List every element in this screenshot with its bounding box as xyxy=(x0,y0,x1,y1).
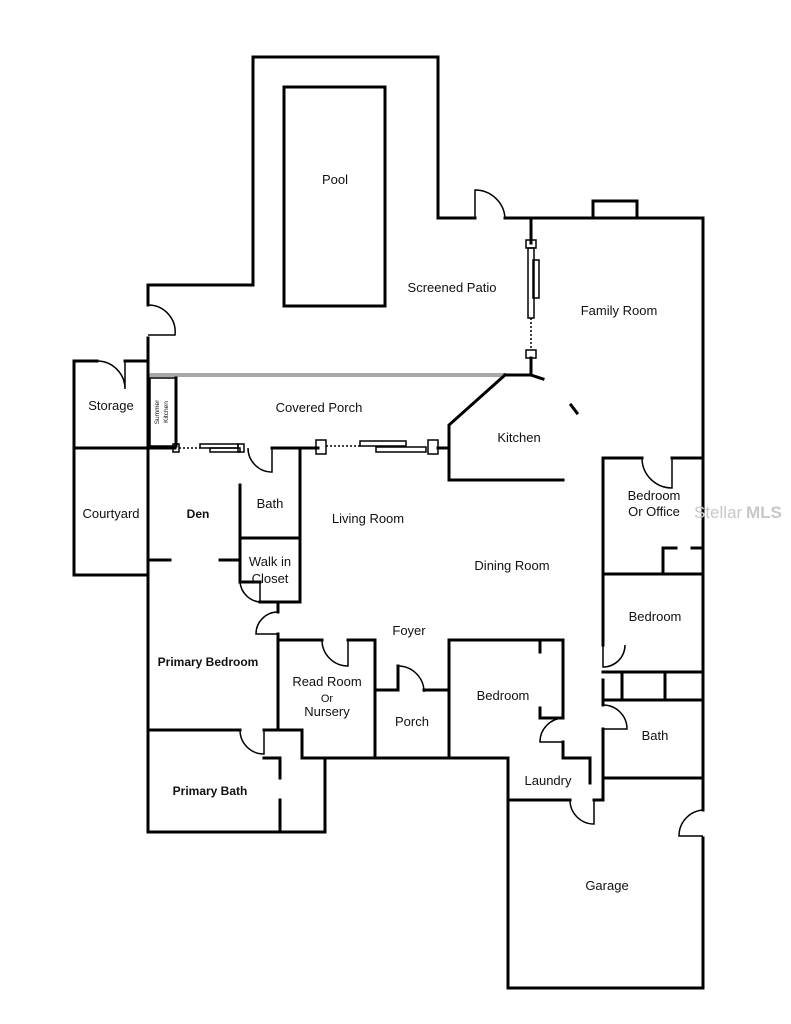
storage-courtyard xyxy=(72,359,150,577)
label-bath-1: Bath xyxy=(257,496,284,511)
label-den: Den xyxy=(187,507,210,521)
family-room-walls xyxy=(529,199,705,812)
bedroom-east-door[interactable] xyxy=(602,644,626,668)
front-door[interactable] xyxy=(397,665,425,693)
label-bedroom-office-1: Bedroom xyxy=(628,488,681,503)
office-door[interactable] xyxy=(641,457,673,489)
label-laundry: Laundry xyxy=(525,773,572,788)
label-porch: Porch xyxy=(395,714,429,729)
label-storage: Storage xyxy=(88,398,134,413)
label-read-room-3: Nursery xyxy=(304,704,350,719)
pool-outline xyxy=(282,85,387,308)
garage-door-interior[interactable] xyxy=(569,799,595,825)
label-living-room: Living Room xyxy=(332,511,404,526)
watermark-brand-b: MLS xyxy=(746,503,782,522)
primary-bath-door[interactable] xyxy=(239,729,265,755)
bedroom-door[interactable] xyxy=(539,717,564,743)
label-family-room: Family Room xyxy=(581,303,658,318)
primary-suite xyxy=(146,600,327,834)
slider-family[interactable] xyxy=(525,216,540,377)
screen-door[interactable] xyxy=(147,304,176,336)
closet-door[interactable] xyxy=(239,581,261,603)
label-summer-kitchen-1: Summer xyxy=(154,399,161,424)
center-bedroom xyxy=(447,638,565,760)
den-bath-closet xyxy=(146,446,302,834)
east-bedrooms xyxy=(601,456,705,802)
den-porch-door[interactable] xyxy=(247,447,273,473)
porch-south-wall xyxy=(146,439,451,473)
primary-bedroom-door[interactable] xyxy=(255,611,279,635)
label-bedroom-2: Bedroom xyxy=(629,609,682,624)
label-bath-2: Bath xyxy=(642,728,669,743)
read-room xyxy=(276,638,510,760)
label-foyer: Foyer xyxy=(392,623,426,638)
label-bedroom-3: Bedroom xyxy=(477,688,530,703)
label-kitchen: Kitchen xyxy=(497,430,540,445)
watermark-brand-a: Stellar xyxy=(694,503,743,522)
label-summer-kitchen-2: Kitchen xyxy=(163,401,170,423)
front-porch xyxy=(373,638,451,760)
label-primary-bedroom: Primary Bedroom xyxy=(158,655,259,669)
label-walk-in-closet-2: Closet xyxy=(252,571,289,586)
patio-door[interactable] xyxy=(474,189,506,219)
label-primary-bath: Primary Bath xyxy=(173,784,248,798)
label-pool: Pool xyxy=(322,172,348,187)
label-covered-porch: Covered Porch xyxy=(276,400,363,415)
pool-enclosure xyxy=(146,55,533,377)
label-dining-room: Dining Room xyxy=(474,558,549,573)
fireplace xyxy=(591,199,639,220)
kitchen-walls xyxy=(447,372,580,482)
label-read-room-1: Read Room xyxy=(292,674,361,689)
label-courtyard: Courtyard xyxy=(82,506,139,521)
read-room-door[interactable] xyxy=(321,639,349,667)
label-garage: Garage xyxy=(585,878,628,893)
bath-east-door[interactable] xyxy=(602,704,628,730)
garage-side-door[interactable] xyxy=(678,809,704,837)
label-walk-in-closet-1: Walk in xyxy=(249,554,291,569)
laundry xyxy=(506,756,705,825)
storage-door[interactable] xyxy=(96,360,126,390)
label-read-room-2: Or xyxy=(321,693,334,705)
label-screened-patio: Screened Patio xyxy=(408,280,497,295)
label-bedroom-office-2: Or Office xyxy=(628,504,680,519)
stellar-mls-watermark: Stellar MLS xyxy=(694,503,782,522)
garage xyxy=(506,798,705,990)
